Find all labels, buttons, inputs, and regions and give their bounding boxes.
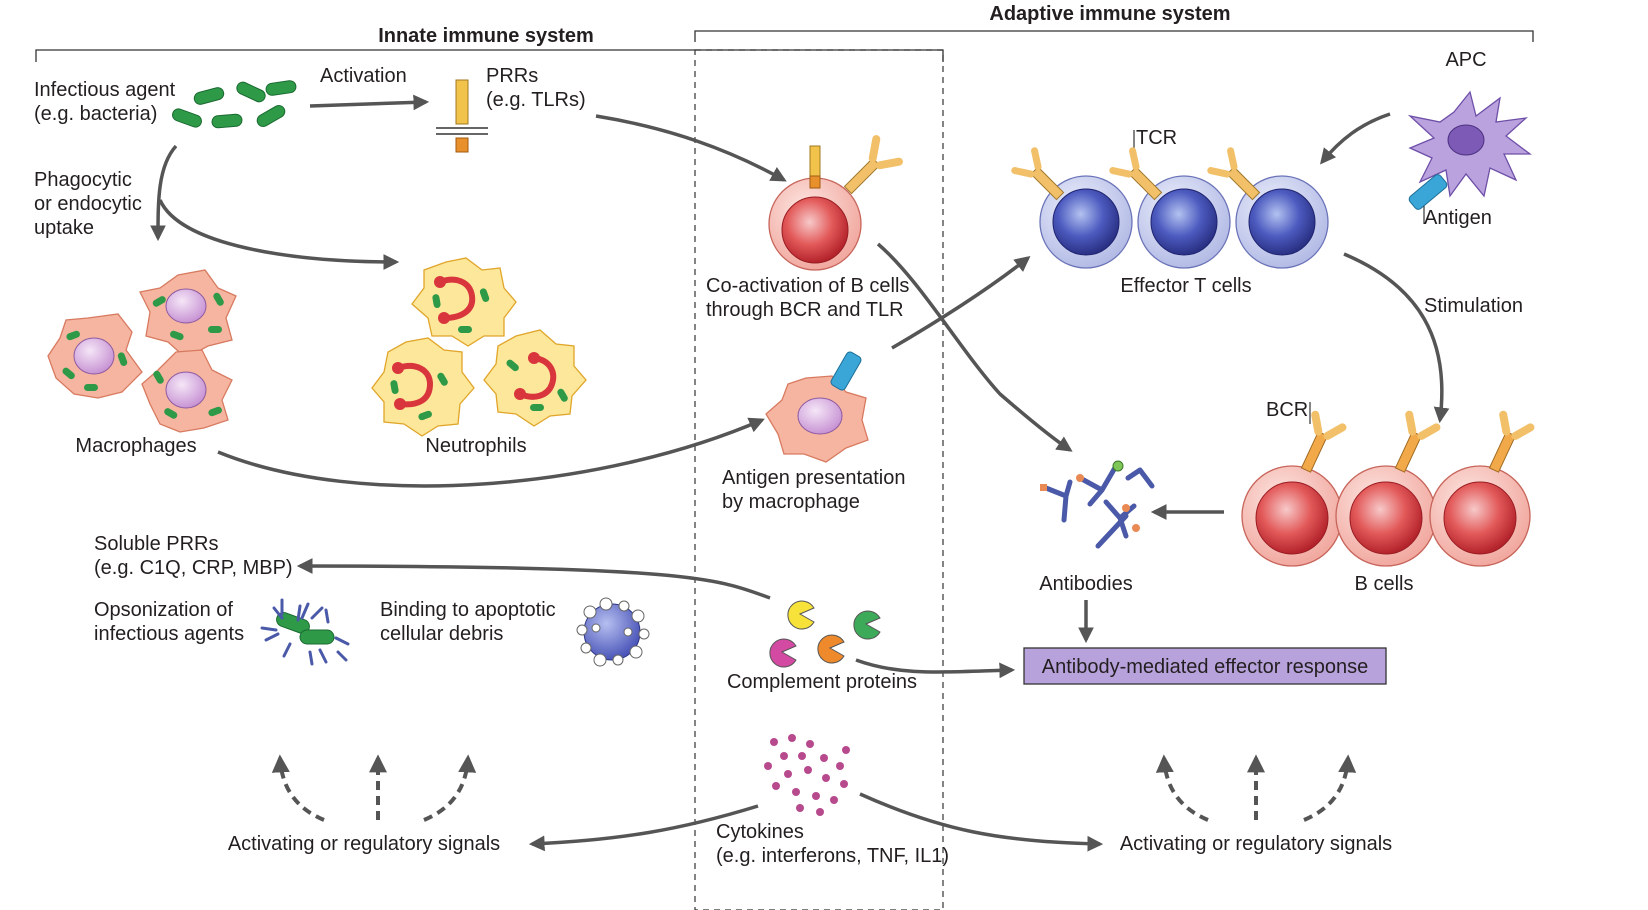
cytokines-example: (e.g. interferons, TNF, IL1) (716, 845, 949, 867)
coactivation-label-1: Co-activation of B cells (706, 275, 909, 297)
innate-bracket (35, 49, 944, 62)
stimulation-arrow (1343, 252, 1450, 424)
dashed-overlap-region (694, 49, 944, 910)
coactivation-label-2: through BCR and TLR (706, 299, 904, 321)
b-cell (1241, 410, 1347, 567)
soluble-prrs-example: (e.g. C1Q, CRP, MBP) (94, 557, 293, 579)
complement-to-response-arrow (855, 658, 1016, 679)
antibody-response-box: Antibody-mediated effector response (1023, 647, 1387, 685)
prr-receptor-icon (436, 79, 488, 153)
binding-label-1: Binding to apoptotic (380, 599, 556, 621)
signals-left-arrows (271, 754, 477, 822)
antibody-response-label: Antibody-mediated effector response (1042, 656, 1369, 678)
bcr-receptor-icon (843, 135, 903, 195)
tcr-label: TCR (1136, 127, 1177, 149)
opsonization-label-2: infectious agents (94, 623, 244, 645)
antigen-icon (830, 351, 862, 391)
bacteria-icon (172, 80, 297, 129)
bcell-to-antibodies-arrow (876, 242, 1073, 452)
effector-t-cell (1207, 147, 1329, 269)
macrophage-cell (139, 269, 237, 359)
complement-to-soluble-prrs-arrow (296, 558, 771, 600)
cytokines-to-innate-arrow (528, 804, 759, 852)
complement-proteins-label: Complement proteins (727, 671, 917, 693)
neutrophil-cell (483, 329, 587, 427)
apc-to-tcells-arrow (1320, 112, 1391, 165)
b-cell (1429, 410, 1535, 567)
phagocytic-label-2: or endocytic (34, 193, 142, 215)
prrs-label: PRRs (486, 65, 538, 87)
to-neutrophils-arrow (158, 199, 400, 270)
phagocytic-label-3: uptake (34, 217, 94, 239)
stimulation-label: Stimulation (1424, 295, 1523, 317)
bcr-label: BCR (1266, 399, 1308, 421)
effector-t-cell (1011, 147, 1133, 269)
opsonization-label-1: Opsonization of (94, 599, 233, 621)
adaptive-header: Adaptive immune system (989, 3, 1230, 25)
cytokines-label: Cytokines (716, 821, 804, 843)
apc-cell (1407, 90, 1532, 210)
infectious-agent-label: Infectious agent (34, 79, 176, 101)
antigen-label: Antigen (1424, 207, 1492, 229)
adaptive-bracket (694, 30, 1534, 42)
effector-t-cells-label: Effector T cells (1120, 275, 1251, 297)
b-cells-label: B cells (1355, 573, 1414, 595)
phagocytic-label-1: Phagocytic (34, 169, 132, 191)
signals-left-label: Activating or regulatory signals (228, 833, 500, 855)
neutrophils-label: Neutrophils (425, 435, 526, 457)
cytokines-icon (764, 734, 850, 816)
macrophage-cell (47, 313, 143, 399)
infectious-agent-example: (e.g. bacteria) (34, 103, 157, 125)
activation-label: Activation (320, 65, 407, 87)
effector-t-cell (1109, 147, 1231, 269)
phagocytosis-arrow (150, 144, 178, 242)
b-cell (1335, 410, 1441, 567)
apc-label: APC (1445, 49, 1486, 71)
signals-right-label: Activating or regulatory signals (1120, 833, 1392, 855)
antigen-presenting-macrophage (765, 351, 869, 463)
coactivated-b-cell (768, 135, 903, 271)
soluble-prrs-label: Soluble PRRs (94, 533, 219, 555)
signals-right-arrows (1155, 754, 1357, 822)
macrophage-cell (141, 349, 233, 433)
cytokines-to-adaptive-arrow (859, 792, 1104, 852)
binding-label-2: cellular debris (380, 623, 503, 645)
opsonized-bacteria-icon (260, 598, 350, 666)
antibody-icon (1043, 463, 1155, 549)
apoptotic-debris-icon (576, 597, 650, 667)
macrophages-label: Macrophages (75, 435, 196, 457)
complement-proteins-icon (769, 600, 881, 668)
antigen-presentation-label-2: by macrophage (722, 491, 860, 513)
neutrophil-cell (371, 337, 475, 437)
antibodies-label: Antibodies (1039, 573, 1132, 595)
macrophages-to-presentation-arrow (217, 417, 765, 488)
antibody-tip-icons (1040, 460, 1140, 532)
innate-header: Innate immune system (378, 25, 594, 47)
antigen-presentation-label-1: Antigen presentation (722, 467, 905, 489)
presentation-to-tcells-arrow (891, 256, 1031, 350)
prr-to-bcell-arrow (595, 114, 787, 182)
activation-arrow (309, 94, 430, 111)
neutrophil-cell (411, 257, 517, 347)
prrs-example: (e.g. TLRs) (486, 89, 586, 111)
